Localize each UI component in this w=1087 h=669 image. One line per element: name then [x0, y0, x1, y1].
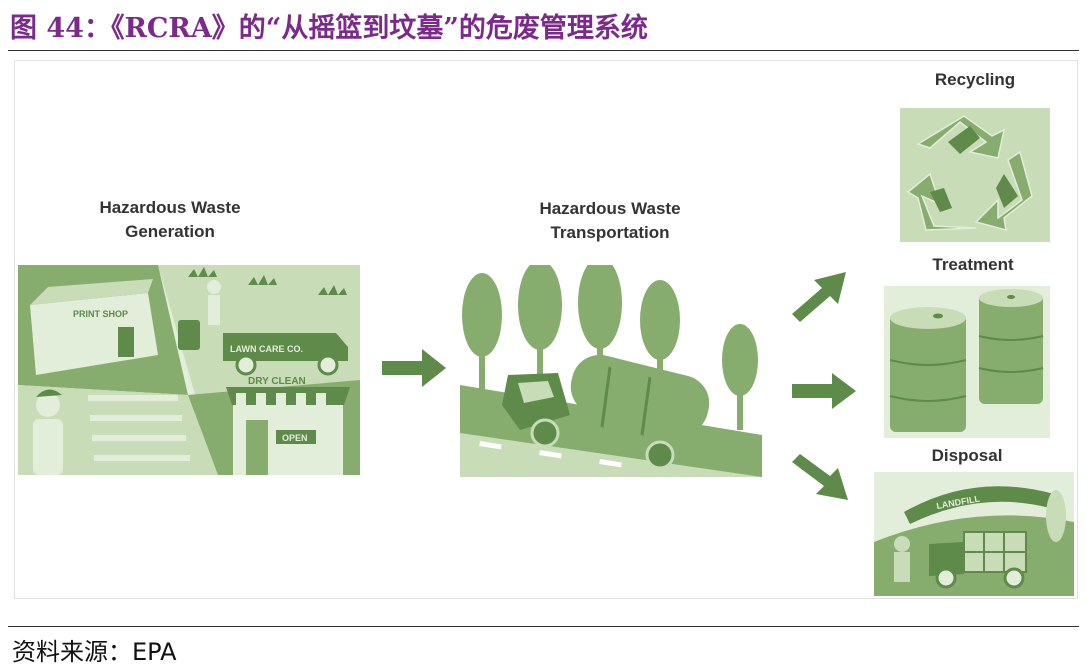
- transportation-label-line1: Hazardous Waste: [539, 199, 681, 218]
- open-sign: OPEN: [282, 433, 308, 443]
- transportation-label-line2: Transportation: [550, 223, 670, 242]
- recycling-label: Recycling: [934, 70, 1016, 89]
- disposal-illustration: LANDFILL: [874, 472, 1074, 596]
- arrow-right-icon: [792, 373, 856, 409]
- disposal-label: Disposal: [931, 446, 1003, 465]
- print-shop-sign: PRINT SHOP: [73, 309, 128, 319]
- barrel-icon: [978, 289, 1044, 404]
- generation-label-line1: Hazardous Waste: [99, 198, 241, 217]
- treatment-illustration: [884, 286, 1050, 438]
- generation-label-line2: Generation: [125, 222, 215, 241]
- arrow-right-icon: [382, 349, 446, 387]
- recycle-icon: [906, 115, 1033, 232]
- transportation-illustration: [460, 265, 762, 477]
- generation-label: Hazardous Waste Generation: [80, 196, 260, 244]
- treatment-label: Treatment: [932, 255, 1014, 274]
- dump-truck: [929, 531, 1027, 589]
- source-note: 资料来源：EPA: [12, 638, 177, 666]
- recycling-illustration: [900, 108, 1050, 242]
- figure-title: 图 44：《RCRA》的“从摇篮到坟墓”的危废管理系统: [10, 13, 648, 44]
- dry-clean-store: DRY CLEAN OPEN: [226, 376, 350, 475]
- barrel-icon: [889, 307, 967, 432]
- generation-illustration: PRINT SHOP LAWN CARE CO.: [18, 265, 360, 475]
- arrow-down-right-icon: [792, 454, 848, 500]
- lawn-care-truck: LAWN CARE CO.: [223, 333, 348, 376]
- top-rule: [8, 50, 1079, 51]
- lawn-care-sign: LAWN CARE CO.: [230, 344, 303, 354]
- transportation-label: Hazardous Waste Transportation: [515, 197, 705, 245]
- bottom-rule: [8, 626, 1079, 627]
- tanker-truck: [502, 354, 710, 470]
- arrow-up-right-icon: [792, 272, 846, 322]
- dry-clean-sign: DRY CLEAN: [248, 376, 306, 387]
